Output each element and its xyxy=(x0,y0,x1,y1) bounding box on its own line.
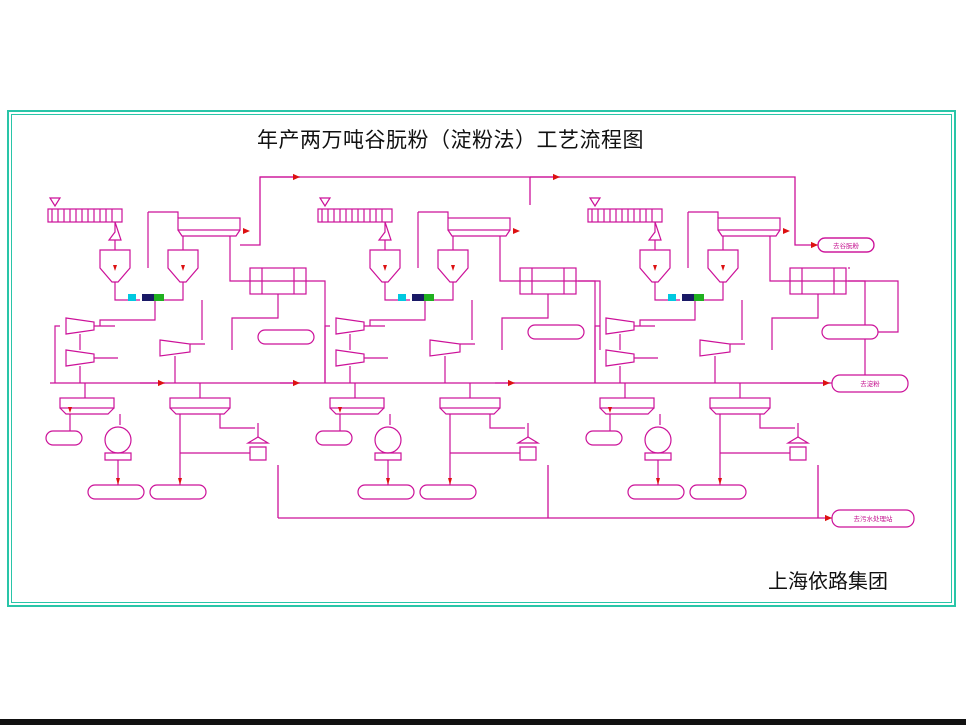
process-section-2 xyxy=(317,197,596,486)
drawing-border-inner xyxy=(11,114,952,603)
output-terminal-2: 去淀粉 xyxy=(831,374,909,393)
company-name: 上海依路集团 xyxy=(768,569,888,593)
output-label-3: 去污水处理站 xyxy=(854,514,894,523)
top-header-lines xyxy=(240,173,818,249)
output-terminal-1: 去谷朊粉 xyxy=(817,237,875,253)
drawing-border-outer xyxy=(7,110,956,607)
return-lines xyxy=(578,267,899,350)
output-label-2: 去淀粉 xyxy=(860,379,880,388)
terminals xyxy=(45,237,879,500)
output-terminal-3: 去污水处理站 xyxy=(831,509,915,528)
wastewater-header xyxy=(277,465,832,522)
output-label-1: 去谷朊粉 xyxy=(833,241,860,250)
diagram-title: 年产两万吨谷朊粉（淀粉法）工艺流程图 xyxy=(257,128,644,152)
bottom-bar xyxy=(0,719,966,725)
